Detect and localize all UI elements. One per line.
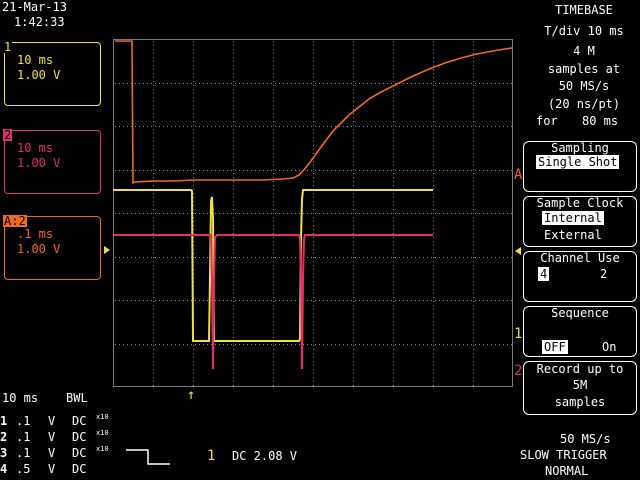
channel-2-tag: 2	[3, 128, 13, 142]
channel-2-volts: 1.00 V	[17, 156, 61, 170]
channel-1-tag: 1	[3, 40, 13, 54]
trigger-channel: 1	[207, 448, 216, 464]
bottom-timebase: 10 ms	[2, 391, 39, 405]
channel-1-volts: 1.00 V	[17, 68, 61, 82]
sample-clock-title: Sample Clock	[536, 196, 624, 210]
sequence-menu[interactable]: Sequence OFF On	[523, 306, 637, 357]
timebase-tdiv: T/div 10 ms	[544, 24, 624, 38]
marker-1: 1	[514, 326, 523, 342]
channel-a2-volts: 1.00 V	[17, 242, 61, 256]
channel-2-box[interactable]: 2 10 ms 1.00 V	[3, 128, 101, 194]
date-label: 21-Mar-13	[2, 0, 68, 14]
trigger-state: NORMAL	[545, 464, 589, 478]
record-line2: 5M	[572, 378, 588, 392]
right-level-marker-icon	[515, 247, 521, 255]
waveform-display[interactable]	[113, 39, 513, 387]
channel-use-title: Channel Use	[540, 251, 620, 265]
timebase-rate: 50 MS/s	[558, 79, 610, 93]
record-line3: samples	[554, 395, 606, 409]
record-menu[interactable]: Record up to 5M samples	[523, 361, 637, 415]
bwl-label: BWL	[66, 391, 88, 405]
timebase-for-value: 80 ms	[582, 114, 619, 128]
marker-a: A	[514, 167, 523, 183]
channel-a2-tag: A:2	[3, 214, 27, 228]
channel-row-4: 4 .5 V DC	[0, 462, 87, 476]
record-line1: Record up to	[536, 362, 624, 376]
sampling-value[interactable]: Single Shot	[536, 155, 620, 169]
channel-use-4[interactable]: 4	[538, 267, 550, 281]
channel-1-timebase: 10 ms	[17, 53, 54, 67]
sequence-off[interactable]: OFF	[542, 340, 568, 354]
trigger-slope-icon	[126, 449, 170, 465]
sequence-on[interactable]: On	[602, 340, 617, 354]
sample-clock-internal[interactable]: Internal	[542, 211, 604, 225]
time-label: 1:42:33	[14, 15, 65, 29]
timebase-ns-pt: (20 ns/pt)	[547, 97, 621, 111]
channel-row-2: 2 .1 V DC x10	[0, 429, 109, 445]
trigger-mode: SLOW TRIGGER	[520, 448, 607, 462]
channel-1-box[interactable]: 1 10 ms 1.00 V	[3, 40, 101, 106]
left-level-marker-icon	[104, 246, 110, 254]
marker-2: 2	[514, 363, 523, 379]
channel-a2-timebase: .1 ms	[17, 227, 54, 241]
bottom-rate: 50 MS/s	[560, 432, 611, 446]
channel-row-1: 1 .1 V DC x10	[0, 413, 109, 429]
channel-a2-box[interactable]: A:2 .1 ms 1.00 V	[3, 214, 101, 280]
timebase-samples: 4 M	[573, 44, 595, 58]
trigger-position-arrow-icon: ↑	[187, 387, 196, 403]
channel-use-2[interactable]: 2	[600, 267, 608, 281]
timebase-title: TIMEBASE	[555, 3, 613, 17]
channel-2-timebase: 10 ms	[17, 141, 54, 155]
sampling-title: Sampling	[551, 141, 609, 155]
trace-2	[113, 234, 433, 370]
channel-row-3: 3 .1 V DC x10	[0, 445, 109, 461]
graticule	[113, 39, 513, 387]
channel-use-menu[interactable]: Channel Use 4 2	[523, 251, 637, 302]
trigger-level: DC 2.08 V	[232, 449, 298, 463]
trace-1	[113, 189, 433, 342]
trace-a2	[115, 40, 513, 185]
graticule-dots	[115, 41, 512, 386]
sample-clock-external[interactable]: External	[544, 228, 602, 242]
sequence-title: Sequence	[551, 306, 609, 320]
timebase-for-label: for	[536, 114, 558, 128]
sample-clock-menu[interactable]: Sample Clock Internal External	[523, 196, 637, 247]
sampling-menu[interactable]: Sampling Single Shot	[523, 141, 637, 192]
timebase-samples-at: samples at	[547, 62, 621, 76]
